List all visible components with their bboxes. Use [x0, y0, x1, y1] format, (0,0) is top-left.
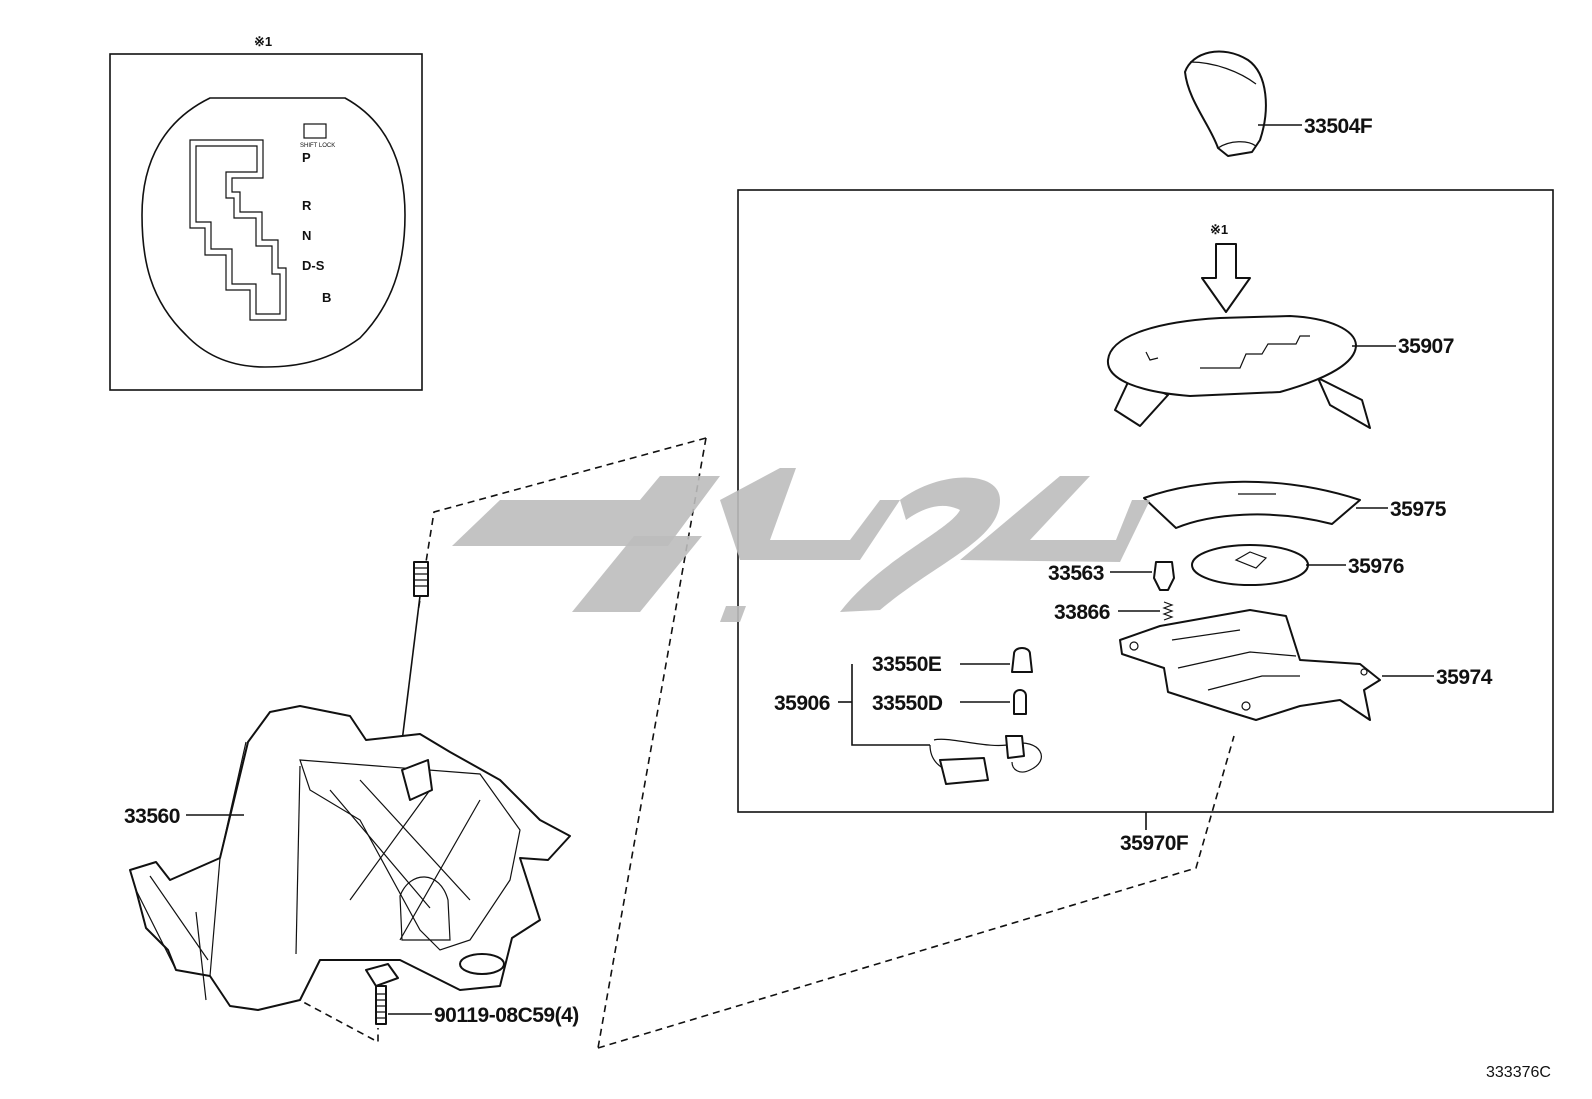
label-slider: 35976	[1348, 555, 1404, 578]
label-shift-lever: 33560	[124, 805, 180, 828]
shift-lever-assembly: 33560	[124, 561, 571, 1011]
lever-housing	[129, 705, 571, 1011]
inset-frame	[109, 53, 423, 391]
spring-coil	[1162, 601, 1174, 621]
gate-slot	[189, 139, 287, 321]
label-cover: 35907	[1398, 335, 1454, 358]
watermark-shape-5	[960, 476, 1150, 562]
cover-gate-line	[1200, 335, 1310, 369]
knob-body	[1184, 50, 1267, 157]
disc-boss	[1234, 551, 1268, 569]
label-knob: 33504F	[1304, 115, 1373, 138]
knob-seam	[1189, 61, 1257, 85]
watermark-shape-1	[452, 476, 720, 546]
base-body	[1119, 609, 1381, 721]
bulb-socket-group: 33550E 33550D 35906	[774, 647, 1042, 785]
indicator-cover: 35907	[1106, 315, 1454, 429]
dash-bottom	[597, 735, 1235, 1049]
knob-bottom	[1217, 141, 1257, 149]
gate-pos-n: N	[302, 228, 311, 243]
bulb-e	[1011, 647, 1033, 673]
gate-plate-outline	[141, 97, 406, 368]
base-hole-1	[1129, 641, 1139, 651]
label-bulb-e: 33550E	[872, 653, 942, 676]
socket-bracket	[851, 664, 930, 746]
inset-note: ※1	[254, 34, 272, 49]
housing-left-edge	[209, 741, 247, 977]
figure-id: 333376C	[1486, 1064, 1551, 1081]
watermark-shape-4	[840, 477, 1000, 612]
cover-mark	[1145, 351, 1159, 361]
label-housing-base: 35974	[1436, 666, 1493, 689]
shift-lock-button	[303, 123, 327, 139]
housing-edge	[295, 765, 301, 955]
watermark-shape-3	[720, 468, 900, 560]
label-bolt: 90119-08C59(4)	[434, 1004, 579, 1027]
label-spring: 33866	[1054, 601, 1110, 624]
cover-top	[1106, 315, 1357, 397]
bolt-thread	[376, 993, 386, 1019]
gate-pos-p: P	[302, 150, 311, 165]
gate-slot-inner	[195, 145, 281, 315]
gate-inset: ※1 SHIFT LOCK P R N D-S B	[109, 34, 423, 391]
slider-disc: 35976	[1191, 544, 1404, 586]
housing-frame-1	[299, 759, 521, 951]
shift-knob: 33504F	[1184, 50, 1373, 157]
lever-thread	[414, 567, 428, 587]
connector-plug	[939, 757, 989, 785]
base-rib-3	[1171, 629, 1241, 641]
watermark-dot	[720, 606, 746, 622]
label-plate: 35975	[1390, 498, 1447, 521]
housing-base: 35974	[1119, 609, 1493, 721]
housing-arch	[399, 876, 451, 941]
spring: 33866	[1054, 601, 1174, 624]
base-rib-2	[1207, 675, 1300, 691]
housing-side-ribs	[135, 875, 209, 1001]
watermark-shape-2	[572, 536, 702, 612]
gate-pos-r: R	[302, 198, 312, 213]
label-assembly: 35970F	[1120, 832, 1189, 855]
bolt-shank	[375, 985, 387, 1025]
plate-body	[1143, 480, 1361, 529]
shift-lock-label: SHIFT LOCK	[300, 143, 335, 149]
watermark-logo	[452, 468, 1150, 622]
bulb-d	[1013, 689, 1027, 715]
slide-plate: 35975	[1143, 480, 1447, 529]
housing-boss	[459, 953, 505, 975]
wire-2	[933, 738, 1042, 773]
clip: 33563	[1048, 561, 1175, 591]
gate-pos-b: B	[322, 290, 331, 305]
gate-pos-ds: D-S	[302, 258, 325, 273]
lever-tip	[413, 561, 429, 597]
label-socket-wire: 35906	[774, 692, 830, 715]
arrow-note: ※1	[1210, 222, 1228, 237]
label-clip: 33563	[1048, 562, 1104, 585]
label-bulb-d: 33550D	[872, 692, 943, 715]
base-hole-2	[1241, 701, 1251, 711]
socket-body	[1005, 735, 1025, 759]
clip-body	[1153, 561, 1175, 591]
base-rib-1	[1177, 651, 1297, 669]
dash-right	[597, 437, 707, 1049]
bolt: 90119-08C59(4)	[365, 963, 579, 1027]
base-hole-3	[1360, 668, 1368, 676]
bolt-head	[365, 963, 399, 987]
down-arrow-icon	[1201, 243, 1251, 313]
housing-ribs	[329, 779, 481, 941]
cover-leg-right	[1317, 377, 1371, 429]
housing-latch	[401, 759, 433, 801]
inset-reference-arrow: ※1	[1201, 222, 1251, 313]
